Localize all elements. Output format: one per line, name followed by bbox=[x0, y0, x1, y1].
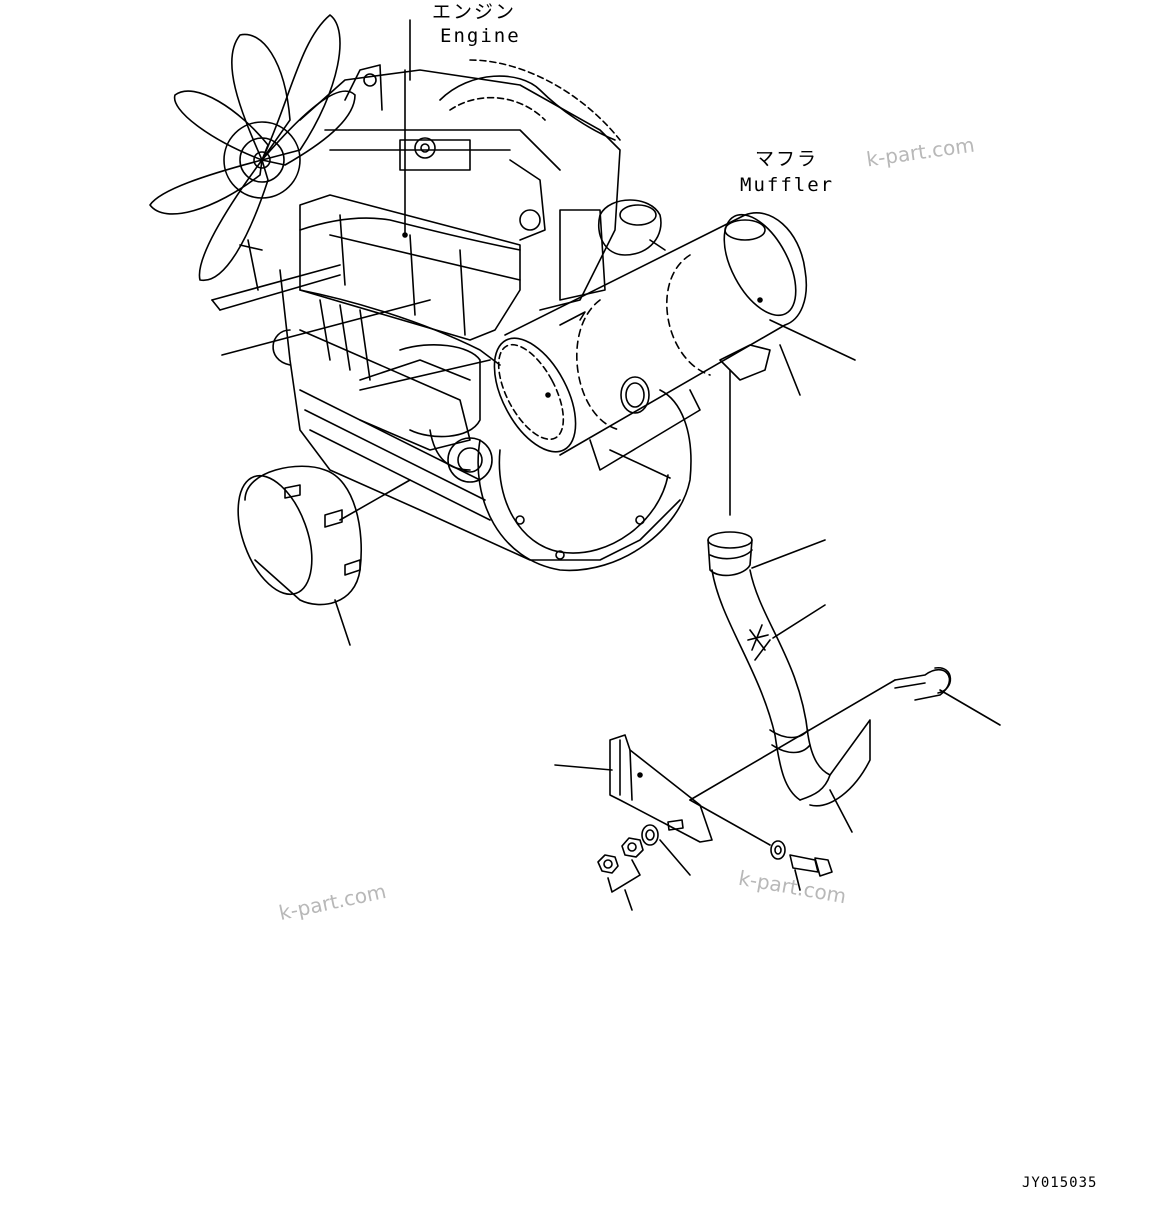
bracket-part bbox=[554, 734, 833, 911]
engine-label-en: Engine bbox=[440, 25, 521, 47]
tail-pipe-part bbox=[707, 531, 871, 833]
engine-drawing bbox=[149, 14, 692, 572]
muffler-label-en: Muffler bbox=[740, 174, 835, 196]
u-bolt-part bbox=[689, 667, 1001, 801]
engine-label-jp: エンジン bbox=[432, 1, 517, 23]
muffler-label-jp: マフラ bbox=[755, 148, 819, 170]
drawing-code: JY015035 bbox=[1022, 1175, 1098, 1191]
muffler-drawing bbox=[493, 212, 856, 516]
cooling-fan bbox=[149, 14, 356, 291]
cap-part bbox=[237, 465, 411, 646]
